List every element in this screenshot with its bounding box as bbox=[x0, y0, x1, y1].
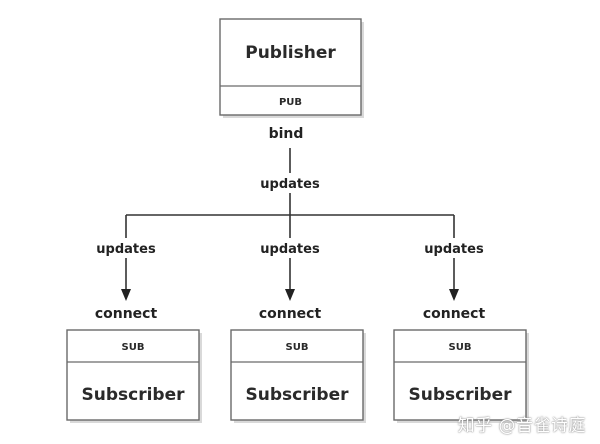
watermark-text: 知乎 @音雀诗庭 bbox=[457, 416, 586, 436]
publisher-socket-type: PUB bbox=[279, 97, 302, 108]
subscriber-socket-type-2: SUB bbox=[286, 342, 309, 353]
connect-label-3: connect bbox=[423, 306, 486, 322]
arrowhead-1 bbox=[121, 289, 131, 301]
subscriber-box-2 bbox=[230, 329, 364, 421]
publisher-title: Publisher bbox=[245, 43, 336, 63]
branch-updates-label-2: updates bbox=[260, 242, 320, 257]
trunk-label-bg bbox=[254, 173, 328, 193]
arrowhead-3 bbox=[449, 289, 459, 301]
subscriber-node-2: SUB Subscriber bbox=[230, 329, 366, 423]
branch-label-bg-2 bbox=[254, 238, 328, 258]
arrowhead-2 bbox=[285, 289, 295, 301]
publisher-node: Publisher PUB bbox=[219, 18, 364, 118]
connect-label-2: connect bbox=[259, 306, 322, 322]
subscriber-title-3: Subscriber bbox=[408, 385, 512, 405]
subscriber-node-3: SUB Subscriber bbox=[393, 329, 529, 423]
connect-label-1: connect bbox=[95, 306, 158, 322]
subscriber-title-2: Subscriber bbox=[245, 385, 349, 405]
publisher-box bbox=[219, 18, 362, 116]
bind-label: bind bbox=[269, 126, 304, 142]
trunk-updates-label: updates bbox=[260, 177, 320, 192]
branch-updates-label-1: updates bbox=[96, 242, 156, 257]
subscriber-title-1: Subscriber bbox=[81, 385, 185, 405]
subscriber-socket-type-1: SUB bbox=[122, 342, 145, 353]
branch-updates-label-3: updates bbox=[424, 242, 484, 257]
subscriber-socket-type-3: SUB bbox=[449, 342, 472, 353]
branch-label-bg-1 bbox=[90, 238, 164, 258]
subscriber-box-1 bbox=[66, 329, 200, 421]
subscriber-box-3 bbox=[393, 329, 527, 421]
branch-label-bg-3 bbox=[418, 238, 492, 258]
subscriber-node-1: SUB Subscriber bbox=[66, 329, 202, 423]
